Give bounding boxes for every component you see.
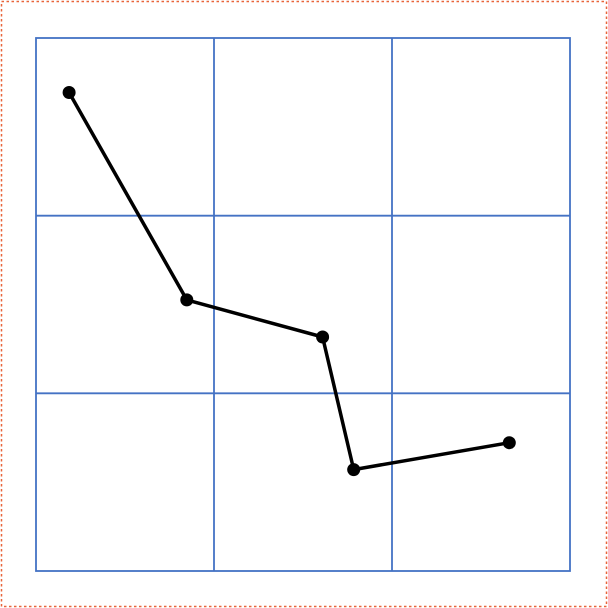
grid-frame — [35, 37, 571, 572]
path-layer — [62, 86, 516, 477]
path-point-4 — [347, 463, 361, 477]
path-line — [67, 91, 510, 472]
path-point-2 — [180, 293, 194, 307]
path-point-5 — [502, 436, 516, 450]
path-point-3 — [316, 330, 330, 344]
grid — [35, 37, 571, 572]
path-point-1 — [62, 86, 76, 99]
